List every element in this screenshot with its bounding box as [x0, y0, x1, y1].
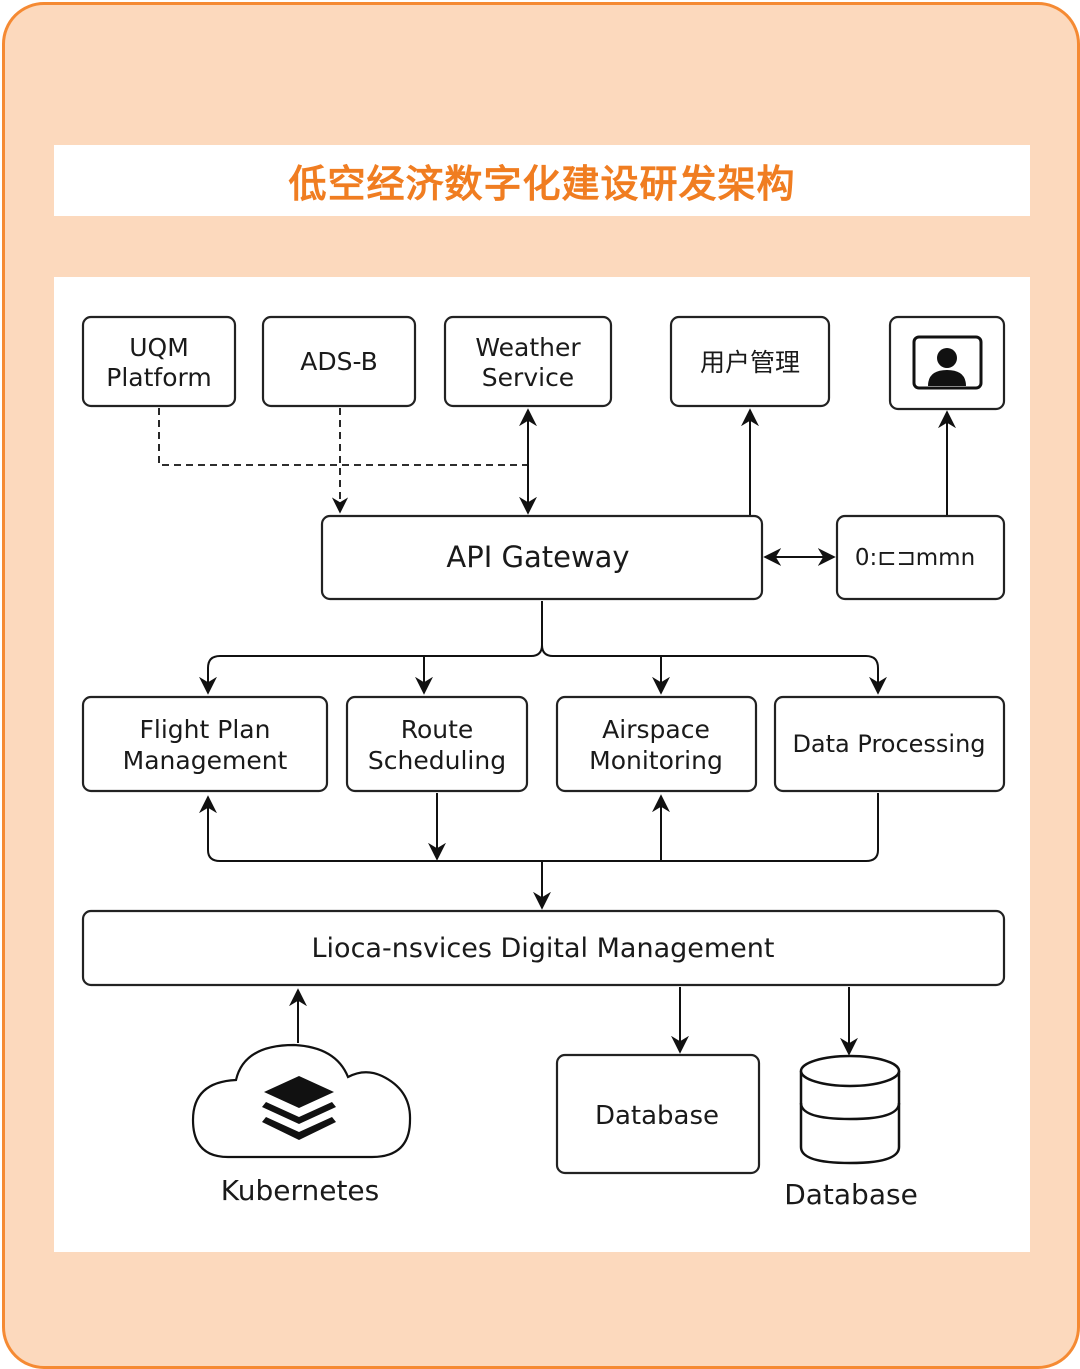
airspace-label-line1: Airspace	[602, 715, 710, 744]
user-screen-node[interactable]	[888, 315, 1006, 411]
user-management-node[interactable]: 用户管理	[669, 315, 831, 408]
title-bar: 低空经济数字化建设研发架构	[54, 145, 1030, 216]
kubernetes-label: Kubernetes	[221, 1174, 380, 1207]
page-title: 低空经济数字化建设研发架构	[288, 162, 796, 206]
flight-plan-node[interactable]: Flight Plan Management	[81, 695, 329, 793]
digital-management-node[interactable]: Lioca-nsvices Digital Management	[81, 909, 1006, 987]
database-box-label: Database	[595, 1101, 719, 1131]
uqm-platform-node[interactable]: UQM Platform	[81, 315, 237, 408]
command-node[interactable]: 0:⊏⊐mmn	[835, 514, 1006, 601]
database-cylinder-node[interactable]: Database	[784, 1054, 918, 1211]
data-processing-label: Data Processing	[792, 730, 985, 758]
digital-management-label: Lioca-nsvices Digital Management	[312, 933, 775, 964]
database-cylinder-label: Database	[784, 1178, 918, 1211]
weather-label-line2: Service	[482, 363, 574, 392]
data-processing-node[interactable]: Data Processing	[773, 695, 1006, 793]
database-cylinder-icon	[799, 1054, 901, 1165]
weather-service-node[interactable]: Weather Service	[443, 315, 613, 408]
uqm-dashed-connector	[158, 408, 528, 466]
command-node-label: 0:⊏⊐mmn	[855, 545, 975, 571]
adsb-label: ADS-B	[300, 347, 378, 376]
adsb-node[interactable]: ADS-B	[261, 315, 417, 408]
flight-plan-label-line2: Management	[123, 746, 288, 775]
fanout-right	[541, 644, 887, 695]
weather-label-line1: Weather	[475, 333, 581, 362]
airspace-label-line2: Monitoring	[589, 746, 723, 775]
airspace-monitoring-node[interactable]: Airspace Monitoring	[555, 695, 758, 793]
api-gateway-label: API Gateway	[446, 540, 629, 574]
kubernetes-node[interactable]: Kubernetes	[191, 1043, 412, 1207]
route-scheduling-node[interactable]: Route Scheduling	[345, 695, 529, 793]
uqm-label-line2: Platform	[106, 363, 211, 392]
flight-plan-label-line1: Flight Plan	[140, 715, 271, 744]
cloud-stack-icon	[262, 1076, 336, 1140]
gateway-fanout	[199, 601, 543, 695]
user-management-label: 用户管理	[700, 348, 800, 377]
route-label-line2: Scheduling	[368, 746, 506, 775]
route-label-line1: Route	[401, 715, 474, 744]
uqm-label-line1: UQM	[129, 333, 189, 362]
api-gateway-node[interactable]: API Gateway	[320, 514, 764, 601]
database-box-node[interactable]: Database	[555, 1053, 761, 1175]
user-screen-icon	[912, 335, 983, 390]
service-bus	[199, 793, 879, 862]
